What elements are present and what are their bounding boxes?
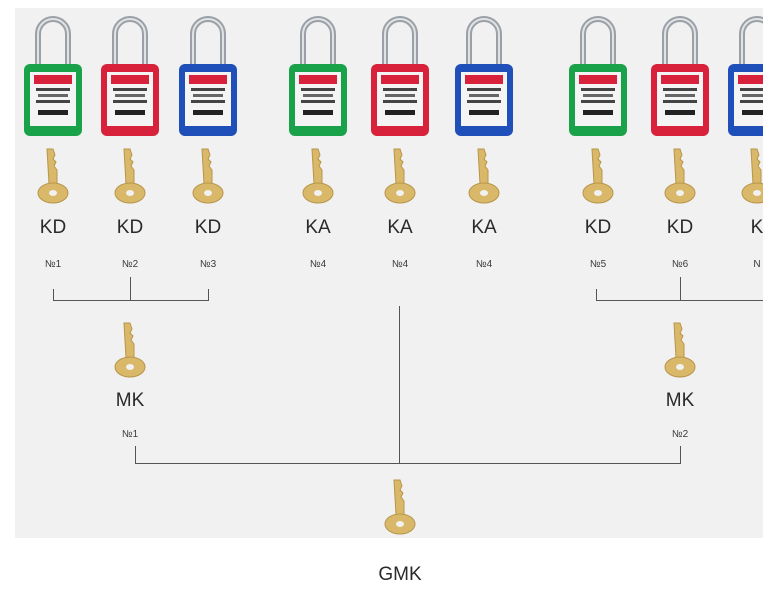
padlock-red-icon xyxy=(367,6,433,136)
padlock-red-icon xyxy=(97,6,163,136)
connector-line xyxy=(399,306,400,464)
padlock-blue-icon xyxy=(724,6,763,136)
key-number-label: N xyxy=(753,259,761,270)
key-type-label: KD xyxy=(194,217,222,238)
master-key-label: MK xyxy=(115,390,145,411)
grand-master-key-icon xyxy=(380,478,420,536)
key-type-label: KD xyxy=(666,217,694,238)
key-number-label: №2 xyxy=(121,259,139,270)
connector-line xyxy=(596,289,597,301)
connector-line xyxy=(680,277,681,301)
key-number-label: №4 xyxy=(475,259,493,270)
padlock-blue-icon xyxy=(175,6,241,136)
key-icon xyxy=(110,147,150,205)
master-key-number: №2 xyxy=(671,429,689,440)
master-key-label: MK xyxy=(665,390,695,411)
connector-line xyxy=(596,300,763,301)
connector-line xyxy=(208,289,209,301)
key-icon xyxy=(380,147,420,205)
grand-master-key-label: GMK xyxy=(378,564,422,585)
key-number-label: №4 xyxy=(391,259,409,270)
padlock-blue-icon xyxy=(451,6,517,136)
connector-line xyxy=(53,289,54,301)
key-type-label: K xyxy=(750,217,763,238)
key-icon xyxy=(188,147,228,205)
key-type-label: KA xyxy=(305,217,331,238)
key-icon xyxy=(298,147,338,205)
padlock-red-icon xyxy=(647,6,713,136)
key-icon xyxy=(578,147,618,205)
key-number-label: №1 xyxy=(44,259,62,270)
master-key-icon xyxy=(660,321,700,379)
key-type-label: KD xyxy=(39,217,67,238)
connector-line xyxy=(130,277,131,301)
key-type-label: KD xyxy=(584,217,612,238)
key-type-label: KD xyxy=(116,217,144,238)
connector-line xyxy=(135,446,136,464)
key-type-label: KA xyxy=(387,217,413,238)
connector-line xyxy=(53,300,209,301)
padlock-green-icon xyxy=(565,6,631,136)
key-number-label: №3 xyxy=(199,259,217,270)
key-icon xyxy=(464,147,504,205)
connector-line xyxy=(135,463,681,464)
key-icon xyxy=(737,147,763,205)
padlock-green-icon xyxy=(20,6,86,136)
key-number-label: №6 xyxy=(671,259,689,270)
key-number-label: №5 xyxy=(589,259,607,270)
master-key-icon xyxy=(110,321,150,379)
padlock-green-icon xyxy=(285,6,351,136)
key-number-label: №4 xyxy=(309,259,327,270)
key-icon xyxy=(660,147,700,205)
key-icon xyxy=(33,147,73,205)
master-key-number: №1 xyxy=(121,429,139,440)
key-type-label: KA xyxy=(471,217,497,238)
connector-line xyxy=(680,446,681,464)
